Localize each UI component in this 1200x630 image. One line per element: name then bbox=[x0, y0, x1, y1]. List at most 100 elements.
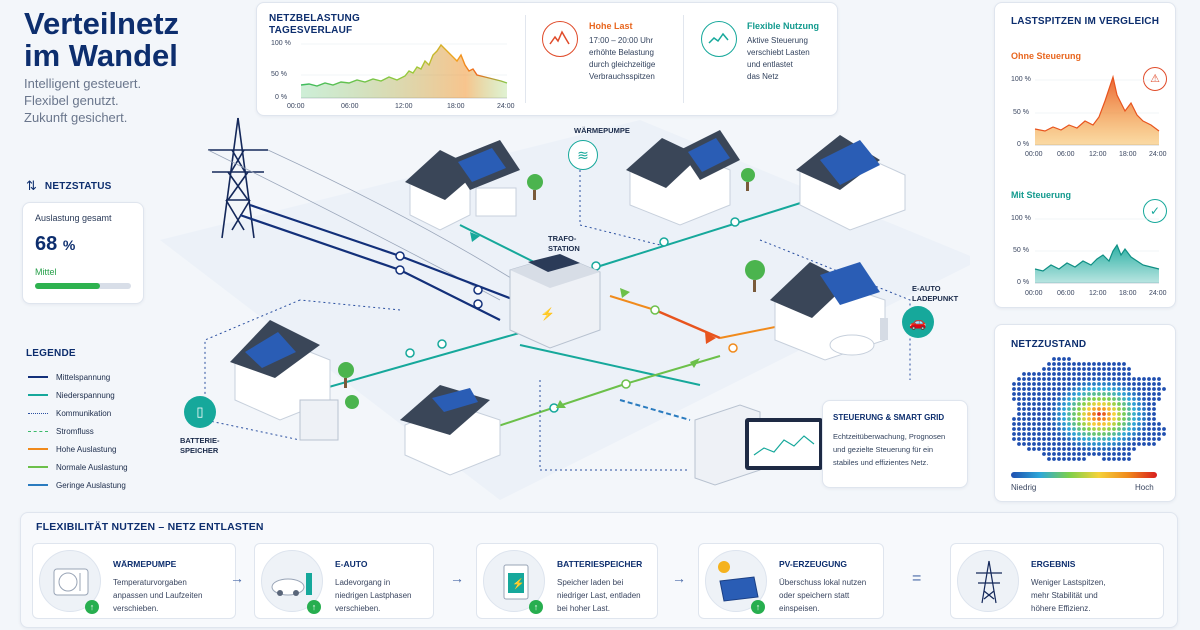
heat-dot bbox=[1047, 367, 1051, 371]
heat-dot bbox=[1112, 377, 1116, 381]
heat-dot bbox=[1057, 432, 1061, 436]
heat-dot bbox=[1077, 417, 1081, 421]
heat-dot bbox=[1077, 422, 1081, 426]
heat-dot bbox=[1117, 407, 1121, 411]
heat-dot bbox=[1107, 407, 1111, 411]
flex-use-text-2: verschiebt Lasten bbox=[747, 48, 810, 57]
heat-dot bbox=[1037, 407, 1041, 411]
heat-dot bbox=[1027, 412, 1031, 416]
heat-dot bbox=[1072, 382, 1076, 386]
mit-xtick-4: 24:00 bbox=[1149, 290, 1167, 297]
heat-dot bbox=[1097, 427, 1101, 431]
heat-dot bbox=[1032, 412, 1036, 416]
legend-item: Kommunikation bbox=[28, 404, 168, 422]
heat-dot bbox=[1062, 412, 1066, 416]
heat-dot bbox=[1022, 432, 1026, 436]
heat-dot bbox=[1062, 417, 1066, 421]
with-control-chart bbox=[1034, 218, 1160, 284]
heat-dot bbox=[1137, 377, 1141, 381]
heat-dot bbox=[1037, 437, 1041, 441]
heat-dot bbox=[1052, 392, 1056, 396]
heat-dot bbox=[1077, 407, 1081, 411]
heat-dot bbox=[1082, 407, 1086, 411]
netzstatus-header: ⇅ NETZSTATUS bbox=[26, 178, 112, 193]
load-chart bbox=[300, 43, 508, 99]
heat-dot bbox=[1022, 407, 1026, 411]
heat-dot bbox=[1072, 362, 1076, 366]
heat-dot bbox=[1072, 452, 1076, 456]
heat-dot bbox=[1052, 412, 1056, 416]
heat-dot bbox=[1032, 417, 1036, 421]
heat-dot bbox=[1077, 427, 1081, 431]
heat-dot bbox=[1092, 372, 1096, 376]
heat-dot bbox=[1022, 387, 1026, 391]
heat-dot bbox=[1052, 407, 1056, 411]
heat-dot bbox=[1077, 457, 1081, 461]
legend-label: Geringe Auslastung bbox=[56, 480, 126, 490]
heat-dot bbox=[1122, 402, 1126, 406]
heat-dot bbox=[1147, 387, 1151, 391]
heat-dot bbox=[1122, 362, 1126, 366]
ohne-ytick-100: 100 % bbox=[1011, 76, 1031, 83]
heat-dot bbox=[1042, 432, 1046, 436]
heat-dot bbox=[1077, 397, 1081, 401]
heat-dot bbox=[1062, 382, 1066, 386]
heat-dot bbox=[1132, 447, 1136, 451]
heat-dot bbox=[1112, 452, 1116, 456]
heat-dot bbox=[1052, 367, 1056, 371]
legend-item: Mittelspannung bbox=[28, 368, 168, 386]
heat-dot bbox=[1127, 437, 1131, 441]
heat-dot bbox=[1042, 417, 1046, 421]
heat-dot bbox=[1122, 437, 1126, 441]
flex-card-eauto: ↑ E-AUTO Ladevorgang in niedrigen Lastph… bbox=[254, 543, 434, 619]
heat-dot bbox=[1092, 432, 1096, 436]
peak-text-4: Verbrauchsspitzen bbox=[589, 72, 655, 81]
heat-dot bbox=[1082, 442, 1086, 446]
heat-dot bbox=[1122, 387, 1126, 391]
battery-icon: ▯ bbox=[184, 396, 216, 428]
heat-dot bbox=[1032, 372, 1036, 376]
hero-subtitle-3: Zukunft gesichert. bbox=[24, 110, 128, 125]
status-card: Auslastung gesamt 68 % Mittel bbox=[22, 202, 144, 304]
without-control-label: Ohne Steuerung bbox=[1011, 51, 1082, 61]
heat-dot bbox=[1127, 377, 1131, 381]
heat-dot bbox=[1142, 442, 1146, 446]
heat-dot bbox=[1092, 382, 1096, 386]
status-level: Mittel bbox=[35, 267, 57, 277]
heat-dot bbox=[1107, 372, 1111, 376]
heat-dot bbox=[1112, 447, 1116, 451]
heat-dot bbox=[1052, 357, 1056, 361]
heat-dot bbox=[1067, 357, 1071, 361]
heat-dot bbox=[1057, 392, 1061, 396]
heat-dot bbox=[1102, 397, 1106, 401]
heat-dot bbox=[1152, 442, 1156, 446]
heat-dot bbox=[1022, 437, 1026, 441]
legend-swatch bbox=[28, 412, 48, 414]
status-bar-fill bbox=[35, 283, 101, 289]
heat-dot bbox=[1102, 422, 1106, 426]
heat-dot bbox=[1062, 402, 1066, 406]
heat-high-label: Hoch bbox=[1135, 483, 1154, 492]
heat-dot bbox=[1127, 402, 1131, 406]
smart-grid-line-3: stabiles und effizientes Netz. bbox=[833, 458, 929, 467]
heat-dot bbox=[1087, 437, 1091, 441]
hero-title-line2: im Wandel bbox=[24, 38, 178, 73]
heat-dot bbox=[1137, 422, 1141, 426]
heat-dot bbox=[1042, 402, 1046, 406]
heat-dot bbox=[1067, 417, 1071, 421]
heat-dot bbox=[1157, 422, 1161, 426]
heat-dot bbox=[1017, 407, 1021, 411]
eauto-label-2: LADEPUNKT bbox=[912, 294, 959, 303]
heat-dot bbox=[1032, 437, 1036, 441]
heat-dot bbox=[1057, 422, 1061, 426]
heat-dot bbox=[1042, 382, 1046, 386]
heat-dot bbox=[1122, 417, 1126, 421]
peak-text-1: 17:00 – 20:00 Uhr bbox=[589, 36, 654, 45]
heat-dot bbox=[1037, 422, 1041, 426]
heat-dot bbox=[1127, 397, 1131, 401]
heat-dot bbox=[1032, 422, 1036, 426]
heat-dot bbox=[1107, 392, 1111, 396]
peak-icon bbox=[542, 21, 578, 57]
ohne-ytick-0: 0 % bbox=[1017, 141, 1030, 148]
heat-wave-icon: ≋ bbox=[568, 140, 598, 170]
